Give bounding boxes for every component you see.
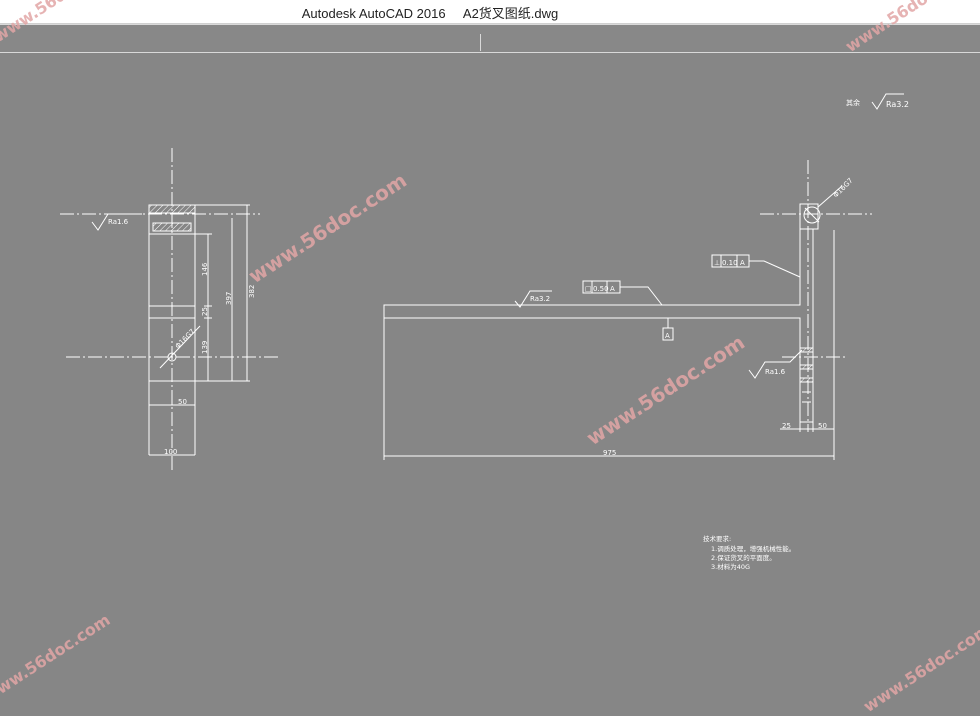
- right-roughness-side-icon: [748, 349, 803, 379]
- right-roughness-top-text: Ra3.2: [530, 295, 550, 303]
- dim-50-right-text: 50: [818, 422, 827, 430]
- tech-note-3: 3.材料为40G: [711, 562, 750, 571]
- flatness-datum-text: A: [610, 285, 615, 293]
- left-roughness-text: Ra1.6: [108, 218, 129, 226]
- dim-382-text: 382: [248, 285, 256, 298]
- roughness-prefix-text: 其余: [846, 98, 860, 107]
- window-title: Autodesk AutoCAD 2016 A2货叉图纸.dwg: [301, 6, 559, 21]
- left-view: [60, 148, 280, 470]
- tech-note-1: 1.调质处理，增强机械性能。: [711, 544, 795, 553]
- fork-outline: [383, 203, 819, 423]
- ribbon-divider: [480, 34, 481, 51]
- right-view: [383, 160, 872, 460]
- roughness-value-text: Ra3.2: [886, 100, 909, 109]
- perp-symbol-text: ⊥: [714, 259, 720, 267]
- right-roughness-side-text: Ra1.6: [765, 368, 786, 376]
- right-roughness-top-icon: [514, 290, 552, 308]
- flatness-value-text: 0.50: [593, 285, 609, 293]
- drawing-canvas[interactable]: 其余 Ra3.2: [0, 52, 980, 672]
- dim-50-text: 50: [178, 398, 187, 406]
- dim-139-text: 139: [201, 341, 209, 354]
- perp-value-text: 0.10: [722, 259, 738, 267]
- roughness-symbol-icon: [871, 93, 904, 110]
- left-view-labels: Ra1.6 146 25 139 397 382 50 100 Φ16G7: [108, 218, 256, 456]
- left-hatch-top: [148, 204, 196, 214]
- dim-100-text: 100: [164, 448, 177, 456]
- dim-397-text: 397: [225, 292, 233, 305]
- left-hole-circle: [167, 352, 177, 362]
- right-view-labels: Ra3.2 Ra1.6 □ 0.50 A A ⊥ 0.10 A 975 25 5…: [530, 177, 855, 457]
- perp-datum-text: A: [740, 259, 745, 267]
- dim-975-text: 975: [603, 449, 616, 457]
- dim-146-text: 146: [201, 262, 209, 276]
- ribbon-bar[interactable]: [0, 24, 980, 53]
- right-hole-dim-text: Φ16G7: [832, 177, 855, 200]
- technical-notes: 技术要求: 1.调质处理，增强机械性能。 2.保证货叉的平面度。 3.材料为40…: [703, 534, 795, 571]
- right-hole-circle: [803, 206, 821, 224]
- tech-notes-title: 技术要求:: [703, 534, 731, 543]
- left-hole-dim-text: Φ16G7: [174, 328, 197, 351]
- left-roughness-icon: [91, 213, 142, 231]
- dim-25-right-text: 25: [782, 422, 791, 430]
- title-bar: Autodesk AutoCAD 2016 A2货叉图纸.dwg: [0, 0, 980, 24]
- datum-a-text: A: [665, 332, 670, 340]
- general-roughness-note: 其余 Ra3.2: [846, 93, 909, 110]
- flatness-symbol-text: □: [585, 285, 592, 293]
- dim-25-text: 25: [201, 307, 209, 316]
- tech-note-2: 2.保证货叉的平面度。: [711, 553, 776, 562]
- left-hatch-bottom: [152, 222, 192, 232]
